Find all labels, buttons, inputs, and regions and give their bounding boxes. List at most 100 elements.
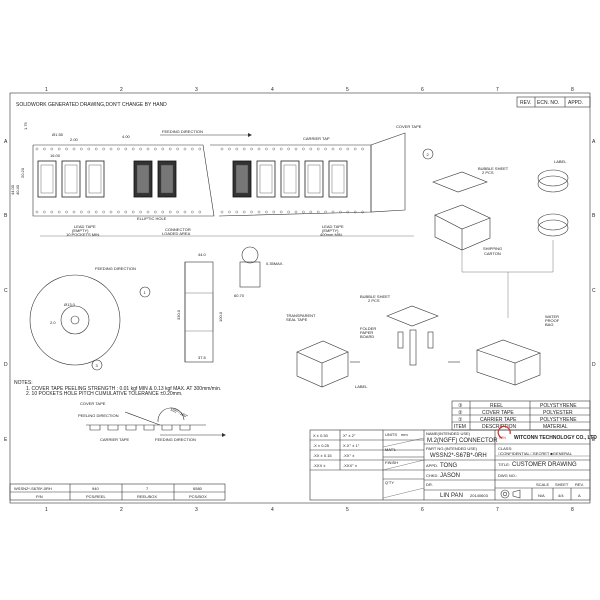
sprocket-hole (316, 147, 320, 151)
sprocket-hole (331, 210, 335, 214)
sprocket-hole (198, 210, 202, 214)
col-label: 1 (45, 87, 48, 93)
units-value: mm (401, 432, 408, 437)
class-label: CLASS: (498, 446, 512, 451)
peel-direction: PEELING DIRECTION (78, 413, 119, 418)
sprocket-hole (146, 147, 150, 151)
seal-tape-label: TRANSPARENT (286, 313, 316, 318)
pocket-inner (88, 164, 102, 194)
pocket-inner (331, 164, 345, 194)
carrier-tape-label: CARRIER TAP (303, 136, 330, 141)
sprocket-hole (72, 210, 76, 214)
sprocket-hole (272, 210, 276, 214)
sprocket-hole (154, 210, 157, 214)
pockets (37, 160, 348, 198)
pocket-inner (40, 164, 54, 194)
qty-label: Q'TY (385, 480, 394, 485)
sprocket-hole (257, 147, 261, 151)
sprocket-hole (346, 210, 350, 214)
reel-feeding-direction: FEEDING DIRECTION (95, 266, 136, 271)
pn-header: P/N (36, 494, 43, 499)
sprocket-hole (294, 147, 298, 151)
dim-text: Ø1.55 (52, 132, 64, 137)
sprocket-holes (35, 147, 364, 214)
chkd-value: JASON (440, 473, 460, 479)
col-label: 3 (195, 507, 198, 513)
pcs-box-header: PCS/BOX (189, 494, 207, 499)
sprocket-hole (43, 147, 46, 151)
desc-header: DESCRIPTION (482, 424, 517, 430)
note-1: 1. COVER TAPE PEELING STRENGTH : 0.01 kg… (26, 386, 221, 392)
reel-view: FEEDING DIRECTION 1 3 44.0 330.0 100.0 3… (29, 246, 284, 371)
col-label: 4 (271, 507, 274, 513)
header-note: SOLIDWORK GENERATED DRAWING,DON'T CHANGE… (16, 102, 167, 108)
water-proof-box (476, 339, 541, 364)
sprocket-hole (272, 147, 276, 151)
row-markers: A B C D E A B C D E (4, 139, 596, 443)
dim-text: 20.20 (20, 167, 25, 178)
sprocket-hole (324, 210, 327, 214)
sprocket-hole (176, 210, 179, 214)
lead-tape-right-min: 400mm MIN. (320, 232, 343, 237)
cover-tape-peel (370, 132, 406, 213)
chkd-label: CHKD. (426, 473, 438, 478)
sprocket-hole (242, 147, 246, 151)
sprocket-hole (57, 147, 61, 151)
balloon-1: 1 (144, 290, 147, 295)
sprocket-hole (361, 147, 364, 151)
sprocket-hole (43, 210, 46, 214)
sprocket-hole (109, 210, 113, 214)
finish-label: FINISH (385, 460, 398, 465)
item-desc: COVER TAPE (482, 410, 514, 416)
sprocket-hole (109, 147, 113, 151)
dim-text: 40.40 (15, 184, 20, 195)
balloon-2 (422, 148, 434, 160)
sprocket-hole (228, 210, 231, 214)
dim-text: 44.00 (10, 184, 15, 195)
bubble-sheet-top (432, 171, 488, 193)
name-label: NAME(INTENDED USE) (426, 431, 471, 436)
pcs-reel-value: 940 (92, 486, 99, 491)
sprocket-hole (102, 147, 105, 151)
shipping-carton-label-2: CARTON (484, 251, 501, 256)
sprocket-hole (242, 210, 246, 214)
class-options: □CONFIDENTIAL □SECRET ■GENERAL (498, 451, 573, 456)
pocket-inner (160, 164, 174, 194)
col-label: 2 (120, 507, 123, 513)
scale-label: SCALE (536, 482, 549, 487)
notes-title: NOTES: (14, 380, 33, 386)
dr-label: DR. (426, 482, 433, 487)
sprocket-hole (65, 147, 68, 151)
reel-outline (29, 274, 121, 366)
drawing-border (9, 92, 591, 504)
sprocket-hole (331, 147, 335, 151)
label-bottom: LABEL (355, 384, 368, 389)
reel-box-header: REEL/BOX (137, 494, 157, 499)
sprocket-hole (257, 210, 261, 214)
pocket-inner (283, 164, 297, 194)
col-label: 7 (496, 507, 499, 513)
sprocket-hole (50, 147, 54, 151)
pocket-inner (64, 164, 78, 194)
sprocket-hole (235, 147, 239, 151)
sprocket-hole (124, 210, 128, 214)
seal-tape-label-2: SEAL TAPE (286, 317, 308, 322)
dr-value: LIN PAN (440, 493, 463, 499)
col-label: 1 (45, 507, 48, 513)
col-label: 6 (421, 507, 424, 513)
dim-text: 37.5 (198, 355, 207, 360)
col-label: 8 (571, 507, 574, 513)
sprocket-hole (250, 147, 253, 151)
sprocket-hole (168, 210, 172, 214)
water-proof-label: WATER (545, 314, 559, 319)
pocket-inner (136, 164, 150, 194)
sprocket-hole (87, 147, 91, 151)
sprocket-hole (65, 210, 68, 214)
title-label: TITLE: (498, 462, 510, 467)
materials-table: ③ REEL POLYSTYRENE ② COVER TAPE POLYESTE… (451, 400, 591, 431)
row-label: B (4, 213, 8, 219)
item-num: ② (458, 410, 463, 416)
peel-cover-tape: COVER TAPE (80, 401, 106, 406)
lead-tape-left: LEAD TAPE (74, 224, 96, 229)
